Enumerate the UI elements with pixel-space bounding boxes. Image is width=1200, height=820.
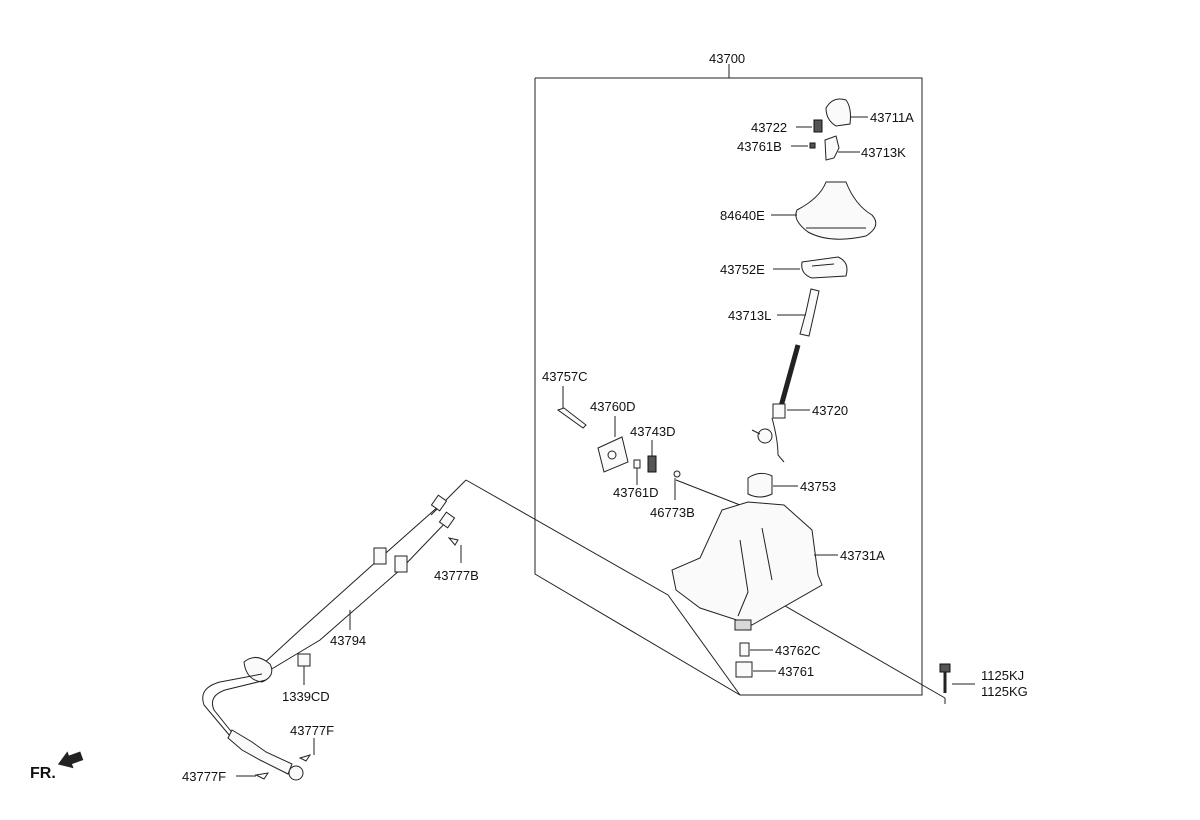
label-43720: 43720 — [812, 403, 848, 418]
label-43752E: 43752E — [720, 262, 765, 277]
label-84640E: 84640E — [720, 208, 765, 223]
label-43711A: 43711A — [870, 110, 914, 125]
lever-43720 — [751, 344, 810, 463]
label-43761: 43761 — [778, 664, 814, 679]
label-43743D: 43743D — [630, 424, 676, 439]
label-43761B: 43761B — [737, 139, 782, 154]
nut-1339CD — [297, 653, 311, 685]
nut-43761B — [791, 142, 816, 149]
rod-43713L — [777, 288, 820, 337]
clip-43777B — [447, 537, 462, 563]
label-43700: 43700 — [709, 51, 745, 66]
label-1339CD: 1339CD — [282, 689, 330, 704]
bushing-43762C — [739, 642, 773, 657]
pin-43757C — [556, 386, 587, 429]
housing-43753 — [747, 472, 798, 498]
label-43731A: 43731A — [840, 548, 885, 563]
front-label: FR. — [30, 765, 56, 782]
base-43731A — [671, 501, 838, 631]
label-43794: 43794 — [330, 633, 366, 648]
label-43777F-upper: 43777F — [290, 723, 334, 738]
label-43753: 43753 — [800, 479, 836, 494]
nut-43761 — [735, 661, 776, 678]
bolt-1125KJ — [939, 663, 975, 693]
cable-43794 — [202, 494, 456, 781]
clip-46773B — [673, 470, 681, 500]
spring-43743D — [647, 440, 657, 473]
label-43757C: 43757C — [542, 369, 588, 384]
clip-43777F-lower — [236, 772, 270, 780]
indicator-43752E — [773, 256, 848, 279]
label-1125KG: 1125KG — [981, 684, 1028, 699]
label-43713L: 43713L — [728, 308, 771, 323]
label-43722: 43722 — [751, 120, 787, 135]
label-43762C: 43762C — [775, 643, 821, 658]
label-43761D: 43761D — [613, 485, 659, 500]
button-43713K — [824, 135, 860, 161]
clip-43777F-upper — [298, 738, 315, 762]
nut-43761D — [633, 459, 641, 485]
front-arrow-icon — [57, 751, 84, 769]
label-43760D: 43760D — [590, 399, 636, 414]
label-43713K: 43713K — [861, 145, 906, 160]
assembly-frame — [534, 64, 923, 696]
label-1125KJ: 1125KJ — [981, 668, 1024, 683]
label-43777F-lower: 43777F — [182, 769, 226, 784]
spring-43722 — [796, 119, 823, 133]
knob-cap-43711A — [825, 98, 868, 127]
boot-84640E — [771, 181, 877, 240]
label-46773B: 46773B — [650, 505, 695, 520]
label-43777B: 43777B — [434, 568, 479, 583]
bracket-43760D — [597, 416, 629, 473]
